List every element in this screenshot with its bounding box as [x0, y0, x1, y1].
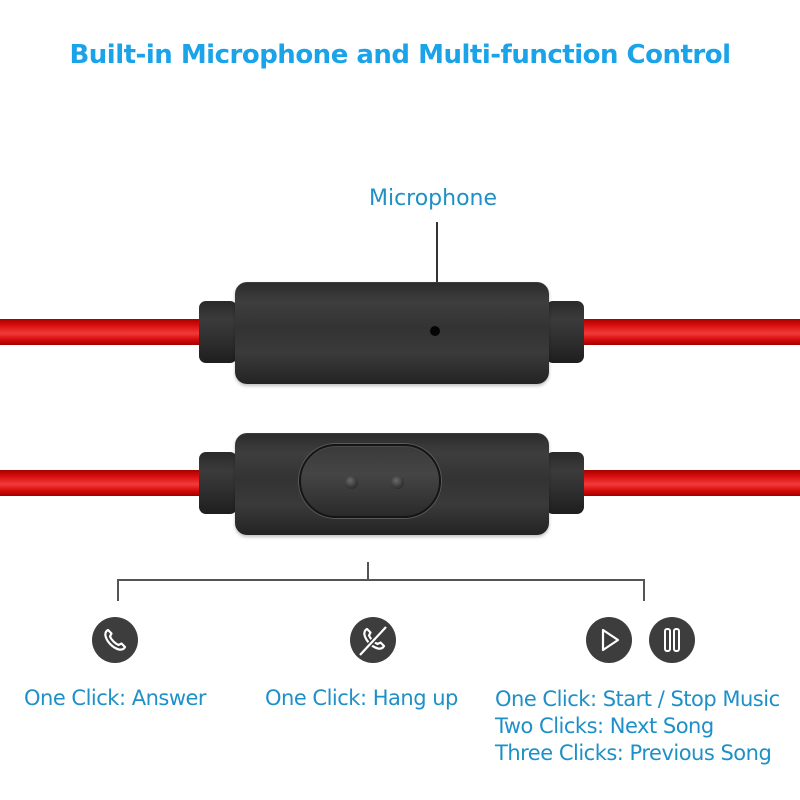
phone-answer-icon — [92, 617, 138, 663]
microphone-label: Microphone — [368, 186, 498, 211]
bracket-right-end — [643, 579, 645, 601]
button-dot-right — [391, 476, 404, 489]
music-control-labels: One Click: Start / Stop Music Two Clicks… — [495, 686, 780, 767]
page-title: Built-in Microphone and Multi-function C… — [69, 40, 731, 70]
microphone-housing — [235, 282, 549, 384]
answer-label: One Click: Answer — [24, 686, 207, 710]
button-dot-left — [345, 476, 358, 489]
bracket-center-tick — [367, 562, 369, 580]
housing-bottom-left-cap — [199, 452, 237, 514]
music-next-song-label: Two Clicks: Next Song — [495, 714, 714, 738]
music-previous-song-label: Three Clicks: Previous Song — [495, 741, 772, 765]
play-icon — [586, 617, 632, 663]
bracket-left-end — [117, 579, 119, 601]
housing-top-right-cap — [546, 301, 584, 363]
hangup-label: One Click: Hang up — [265, 686, 458, 710]
housing-top-left-cap — [199, 301, 237, 363]
housing-bottom-right-cap — [546, 452, 584, 514]
phone-hangup-icon — [350, 617, 396, 663]
bracket-horizontal — [117, 579, 645, 581]
pause-icon — [649, 617, 695, 663]
microphone-hole — [430, 326, 440, 336]
multi-function-button[interactable] — [299, 444, 441, 518]
music-start-stop-label: One Click: Start / Stop Music — [495, 687, 780, 711]
microphone-leader-line — [436, 222, 438, 328]
